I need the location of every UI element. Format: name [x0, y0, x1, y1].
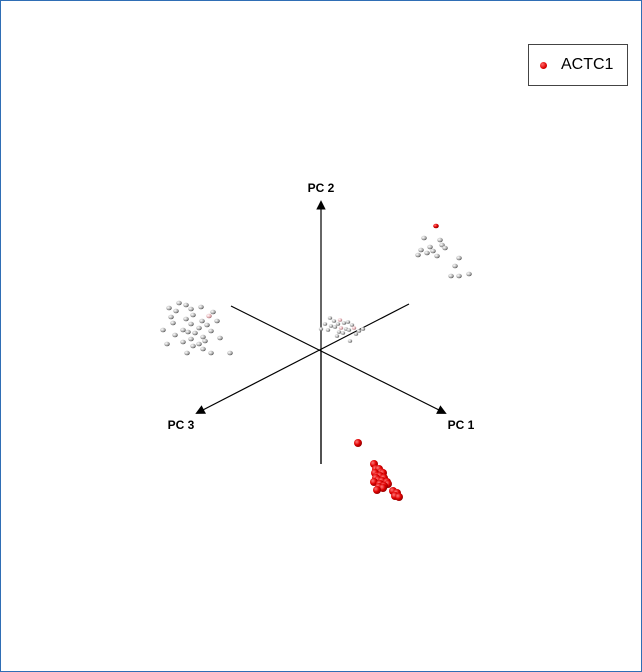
projection-point: [164, 341, 170, 347]
projection-point: [208, 350, 214, 356]
projection-point: [338, 326, 344, 330]
projection-point: [190, 343, 196, 349]
projection-point: [456, 255, 462, 261]
projection-point: [340, 331, 346, 335]
projection-point: [176, 300, 182, 306]
projection-point: [332, 325, 338, 329]
projection-point: [335, 322, 341, 326]
legend: ACTC1: [528, 44, 628, 86]
projection-point: [322, 322, 328, 326]
projection-point: [466, 271, 472, 277]
pc3-axis-line: [195, 303, 410, 414]
projection-point: [433, 223, 439, 229]
projection-point: [353, 332, 359, 336]
projection-point: [421, 235, 427, 241]
projection-point: [437, 237, 443, 243]
projection-point: [442, 245, 448, 251]
projection-point: [170, 320, 176, 326]
projection-point: [418, 247, 424, 253]
projection-point: [204, 322, 210, 328]
projection-point: [196, 325, 202, 331]
projection-point: [199, 318, 205, 324]
projection-point: [188, 336, 194, 342]
projection-point: [173, 308, 179, 314]
projection-point: [456, 273, 462, 279]
axis-label-pc3: PC 3: [168, 418, 195, 432]
projection-point: [172, 332, 178, 338]
projection-point: [346, 328, 352, 332]
axis-label-pc2: PC 2: [308, 181, 335, 195]
actc1-points-group: [354, 439, 403, 501]
projection-point: [318, 327, 324, 331]
projection-point: [452, 263, 458, 269]
projection-point: [337, 318, 343, 322]
projection-point: [347, 339, 353, 343]
projection-point: [430, 248, 436, 254]
projection-point: [415, 252, 421, 258]
projection-point: [227, 350, 233, 356]
projection-point: [349, 323, 355, 327]
projection-point: [180, 327, 186, 333]
projection-point: [424, 250, 430, 256]
projection-point: [190, 312, 196, 318]
projection-point: [208, 328, 214, 334]
projection-point: [202, 338, 208, 344]
projection-point: [345, 320, 351, 324]
projection-point: [188, 306, 194, 312]
projection-point: [325, 328, 331, 332]
axis-label-pc1: PC 1: [448, 418, 475, 432]
projection-point: [198, 304, 204, 310]
projection-point: [434, 253, 440, 259]
actc1-data-point[interactable]: [373, 486, 381, 494]
projection-point: [160, 327, 166, 333]
projection-point: [196, 341, 202, 347]
projection-point: [183, 316, 189, 322]
projection-point: [341, 321, 347, 325]
projection-point: [331, 319, 337, 323]
projection-point: [180, 339, 186, 345]
projection-point: [427, 244, 433, 250]
projection-point: [166, 305, 172, 311]
pc1-axis-line: [230, 305, 447, 414]
projection-point: [200, 334, 206, 340]
projection-point: [185, 329, 191, 335]
projection-point: [356, 329, 362, 333]
projection-point: [192, 330, 198, 336]
projection-point: [200, 346, 206, 352]
projection-point: [188, 321, 194, 327]
legend-label: ACTC1: [561, 56, 614, 73]
projection-point: [334, 334, 340, 338]
projection-point: [336, 330, 342, 334]
projection-point: [328, 324, 334, 328]
axes-group: PC 2 PC 1 PC 3: [168, 181, 475, 464]
projection-point: [448, 273, 454, 279]
projection-point: [210, 309, 216, 315]
projection-point: [214, 318, 220, 324]
projection-point: [360, 327, 366, 331]
actc1-data-point[interactable]: [354, 439, 362, 447]
projection-point: [184, 350, 190, 356]
projection-points-group: [160, 223, 472, 356]
projection-point: [168, 314, 174, 320]
projection-point: [183, 302, 189, 308]
actc1-data-point[interactable]: [395, 493, 403, 501]
projection-point: [217, 335, 223, 341]
legend-marker-icon: [540, 61, 547, 69]
projection-point: [206, 313, 212, 319]
projection-point: [351, 326, 357, 330]
projection-point: [327, 316, 333, 320]
